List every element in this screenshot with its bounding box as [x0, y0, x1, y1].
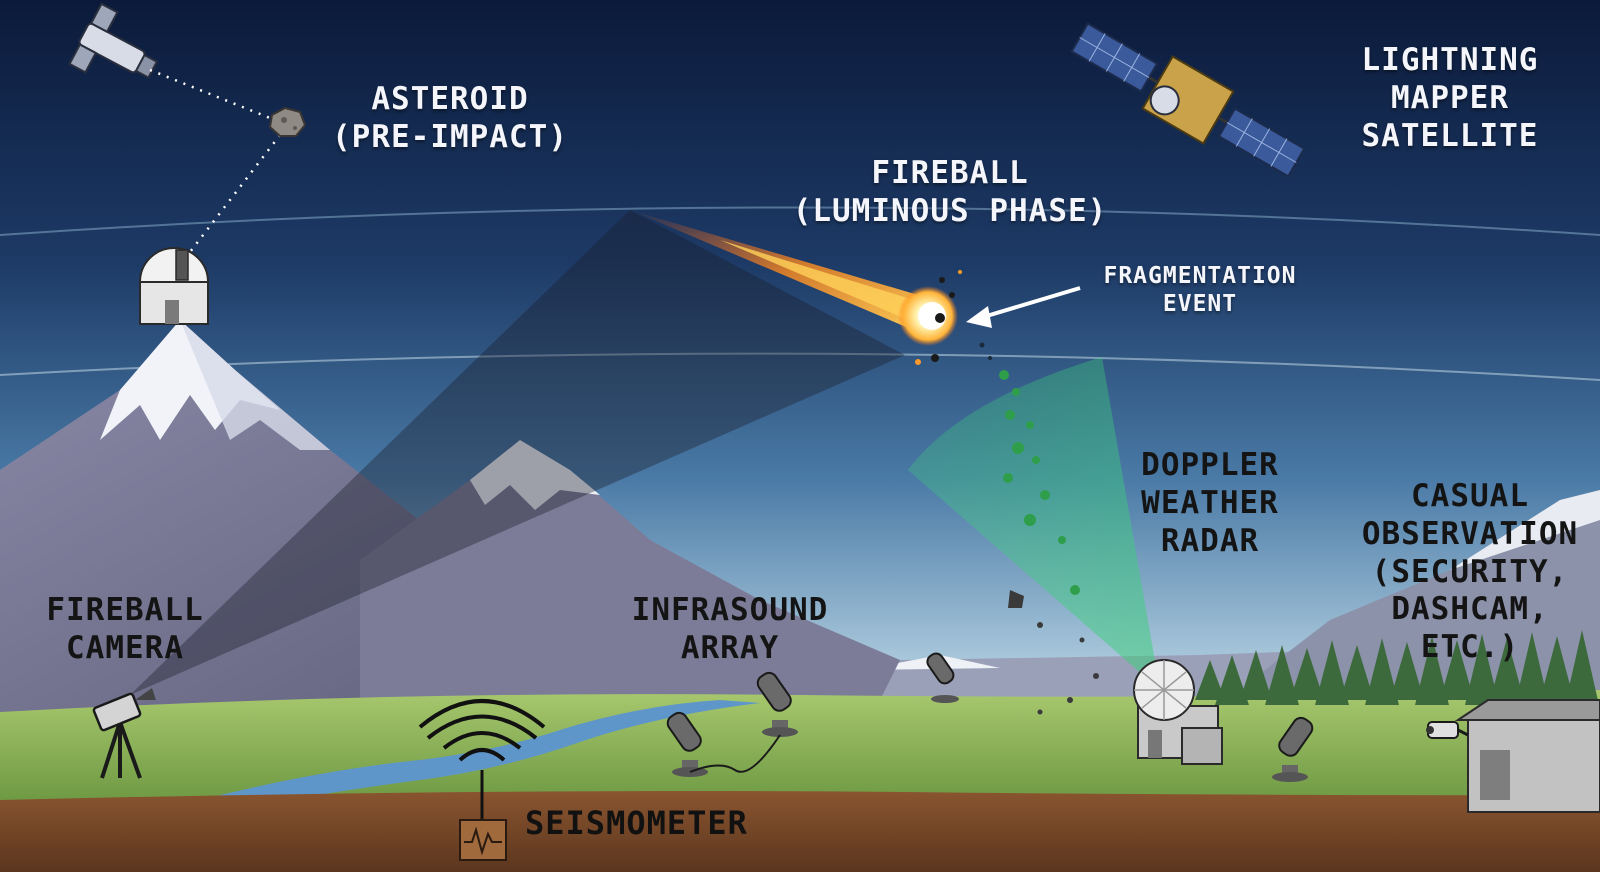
- label-asteroid: ASTEROID (PRE-IMPACT): [320, 81, 580, 157]
- building: [1458, 700, 1600, 812]
- label-lightning-mapper-satellite: LIGHTNING MAPPER SATELLITE: [1330, 42, 1570, 155]
- label-fireball-camera: FIREBALL CAMERA: [20, 592, 230, 668]
- label-casual-observation: CASUAL OBSERVATION (SECURITY, DASHCAM, E…: [1345, 478, 1595, 667]
- observatory-dome-icon: [140, 248, 208, 324]
- asteroid-icon: [270, 108, 305, 136]
- label-fireball: FIREBALL (LUMINOUS PHASE): [770, 155, 1130, 231]
- label-seismometer: SEISMOMETER: [525, 804, 825, 843]
- label-infrasound-array: INFRASOUND ARRAY: [610, 592, 850, 668]
- label-doppler-weather-radar: DOPPLER WEATHER RADAR: [1110, 447, 1310, 560]
- label-fragmentation-event: FRAGMENTATION EVENT: [1085, 262, 1315, 318]
